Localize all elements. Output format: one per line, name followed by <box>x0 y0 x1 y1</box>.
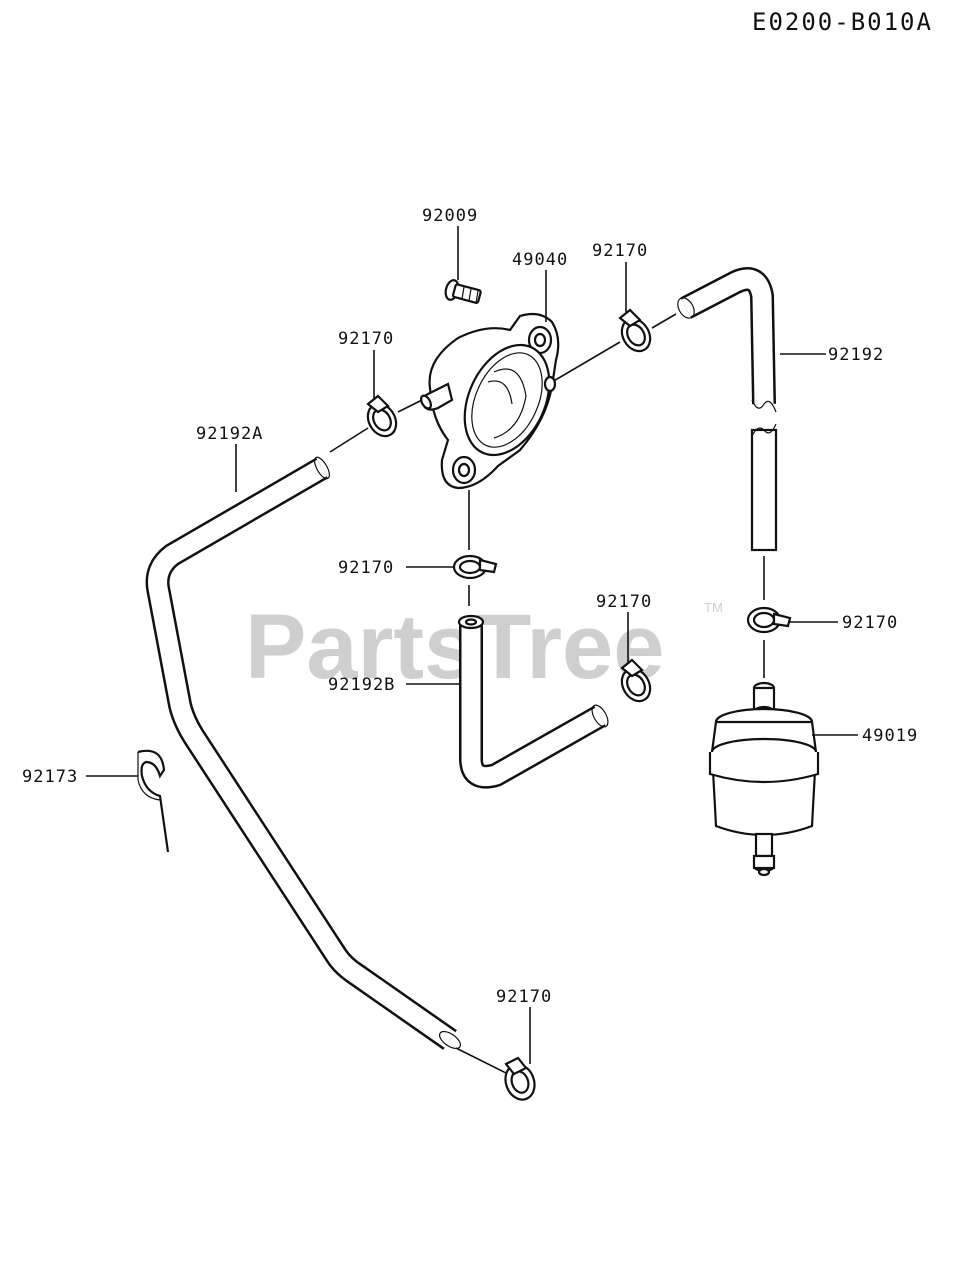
screw[interactable] <box>444 279 482 304</box>
watermark: PartsTree <box>245 596 664 698</box>
label-clamp-top-right: 92170 <box>592 241 648 261</box>
hose-middle[interactable] <box>457 614 611 789</box>
label-clamp-below-pump: 92170 <box>338 558 394 578</box>
label-fuel-pump: 49040 <box>512 250 568 270</box>
label-clamp-filter-top: 92170 <box>842 613 898 633</box>
hose-upper-right[interactable] <box>674 267 778 552</box>
label-fuel-filter: 49019 <box>862 726 918 746</box>
fuel-filter[interactable] <box>708 681 820 877</box>
clamp-below-pump[interactable] <box>452 554 498 580</box>
label-clamp-mid: 92170 <box>596 592 652 612</box>
label-clip: 92173 <box>22 767 78 787</box>
label-clamp-bottom: 92170 <box>496 987 552 1007</box>
leader-lines <box>86 226 858 1064</box>
clip[interactable] <box>137 749 170 853</box>
assembly-lines <box>329 313 765 1076</box>
clamp-left[interactable] <box>362 394 402 441</box>
label-screw: 92009 <box>422 206 478 226</box>
clamp-filter-top[interactable] <box>746 606 792 634</box>
clamp-top-right[interactable] <box>616 308 656 356</box>
watermark-trademark: TM <box>704 600 723 615</box>
label-hose-upper-right: 92192 <box>828 345 884 365</box>
diagram-code: E0200-B010A <box>752 8 933 36</box>
label-hose-left: 92192A <box>196 424 263 444</box>
fuel-pump[interactable] <box>419 312 566 490</box>
label-clamp-left: 92170 <box>338 329 394 349</box>
hose-left[interactable] <box>145 455 464 1052</box>
label-hose-middle: 92192B <box>328 675 395 695</box>
clamp-bottom[interactable] <box>501 1056 540 1104</box>
